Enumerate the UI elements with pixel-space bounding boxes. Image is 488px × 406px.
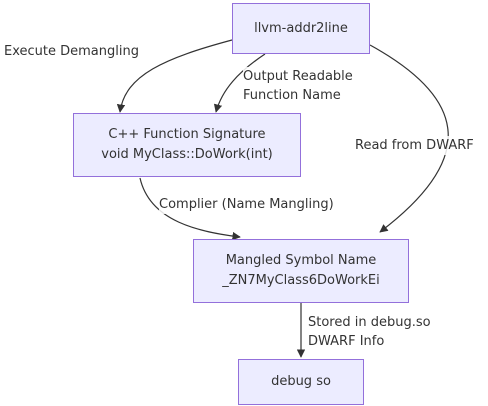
node-mangled-symbol-name-title: Mangled Symbol Name xyxy=(225,253,377,268)
edge-label-read-dwarf-text: Read from DWARF xyxy=(355,138,474,153)
edge-label-read-dwarf: Read from DWARF xyxy=(355,136,474,155)
edge-label-compiler: Complier (Name Mangling) xyxy=(159,195,334,214)
edge-label-execute-demangling: Execute Demangling xyxy=(4,42,139,61)
edge-label-output-readable-line2: Function Name xyxy=(243,88,341,103)
edge-label-output-readable: Output Readable Function Name xyxy=(243,67,353,105)
node-cpp-function-signature-value: void MyClass::DoWork(int) xyxy=(101,147,273,162)
edge-label-stored-line1: Stored in debug.so xyxy=(308,315,431,330)
node-mangled-symbol-name: Mangled Symbol Name _ZN7MyClass6DoWorkEi xyxy=(193,239,409,303)
edge-execute-demangling xyxy=(116,39,233,113)
edge-compiler xyxy=(139,177,241,241)
edge-output-readable xyxy=(213,53,266,113)
node-llvm-addr2line-label: llvm-addr2line xyxy=(254,20,348,36)
node-cpp-function-signature-title: C++ Function Signature xyxy=(108,127,266,142)
edge-label-execute-demangling-text: Execute Demangling xyxy=(4,44,139,59)
edge-label-stored-line2: DWARF Info xyxy=(308,334,385,349)
node-debug-so-label: debug so xyxy=(271,374,331,389)
edge-read-dwarf xyxy=(369,44,449,233)
edge-label-compiler-text: Complier (Name Mangling) xyxy=(159,197,334,212)
node-mangled-symbol-name-value: _ZN7MyClass6DoWorkEi xyxy=(222,273,380,288)
edge-label-output-readable-line1: Output Readable xyxy=(243,69,353,84)
edge-label-stored: Stored in debug.so DWARF Info xyxy=(308,313,431,351)
node-llvm-addr2line: llvm-addr2line xyxy=(232,3,370,54)
node-cpp-function-signature: C++ Function Signature void MyClass::DoW… xyxy=(73,113,301,177)
node-debug-so: debug so xyxy=(238,359,364,405)
